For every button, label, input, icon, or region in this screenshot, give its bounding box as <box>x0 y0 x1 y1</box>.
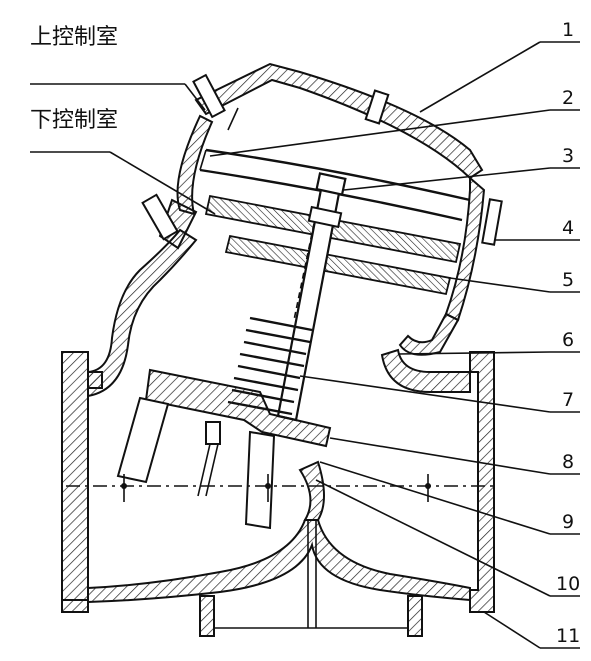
lower-chamber-label: 下控制室 <box>30 108 118 133</box>
callout-2: 2 <box>562 87 574 109</box>
callout-1: 1 <box>562 19 574 41</box>
callout-10: 10 <box>556 573 580 595</box>
callout-leaders <box>209 41 580 649</box>
callout-4: 4 <box>562 217 574 239</box>
axis-marks <box>121 474 431 502</box>
callout-8: 8 <box>562 451 574 473</box>
callout-11: 11 <box>556 625 580 647</box>
valve-body <box>61 228 495 637</box>
callout-5: 5 <box>562 269 574 291</box>
callout-7: 7 <box>562 389 574 411</box>
stem-assembly <box>116 172 347 530</box>
callout-6: 6 <box>562 329 574 351</box>
upper-chamber-label: 上控制室 <box>30 25 118 50</box>
callout-9: 9 <box>562 511 574 533</box>
callout-3: 3 <box>562 145 574 167</box>
label-leaders <box>30 83 216 215</box>
spring <box>227 316 313 416</box>
